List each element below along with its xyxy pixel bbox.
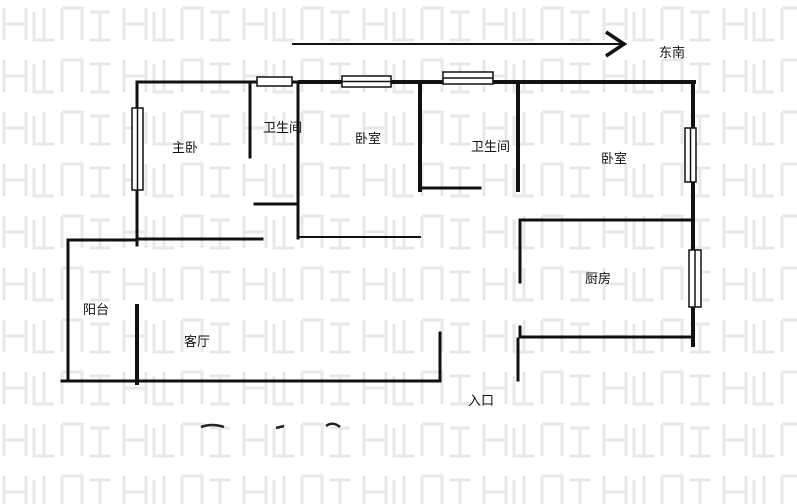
compass-label: 东南 [659,46,686,61]
room-label-master-bedroom: 主卧 [172,141,199,156]
room-label-bedroom-2: 卧室 [601,152,628,167]
room-label-kitchen: 厨房 [585,272,612,287]
room-label-living-room: 客厅 [184,335,211,350]
windows [131,71,702,308]
room-label-bedroom-1: 卧室 [355,132,382,147]
room-label-bathroom-2: 卫生间 [471,140,511,155]
window-bath1-top [256,76,293,87]
entrance-label: 入口 [468,394,495,409]
room-label-bathroom-1: 卫生间 [263,121,303,136]
room-label-balcony: 阳台 [83,303,110,318]
bottom-marks [200,422,341,430]
